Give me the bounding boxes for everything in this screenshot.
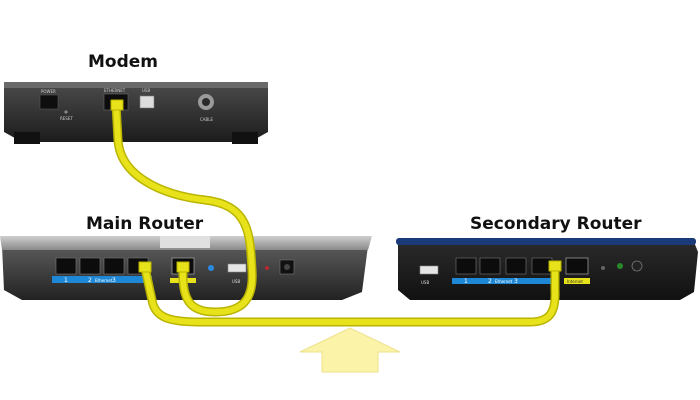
main-router-top-highlight bbox=[160, 236, 210, 248]
secondary-router-internet-strip bbox=[564, 278, 590, 284]
plug-secondary bbox=[548, 260, 562, 272]
secondary-router-lan-port-2 bbox=[479, 257, 501, 275]
secondary-router-label: Secondary Router bbox=[470, 214, 642, 234]
modem-reset-button[interactable] bbox=[64, 110, 68, 114]
main-router-blue-strip bbox=[52, 276, 152, 283]
modem-power-text: POWER bbox=[41, 89, 56, 94]
secondary-router-usb-text: USB bbox=[421, 280, 429, 285]
main-router-port-number-3: 3 bbox=[112, 277, 116, 284]
secondary-router-usb-port bbox=[419, 265, 439, 275]
plug-modem bbox=[110, 99, 124, 111]
modem-top-edge bbox=[4, 82, 268, 88]
up-arrow-icon bbox=[299, 327, 401, 373]
secondary-router-port-number-3: 3 bbox=[514, 278, 518, 285]
main-router-lan-port-1 bbox=[55, 257, 77, 275]
secondary-router-led bbox=[617, 263, 623, 269]
modem-power-port bbox=[39, 94, 59, 110]
main-router-reset-button[interactable] bbox=[265, 266, 269, 270]
main-router-wps-button[interactable] bbox=[208, 265, 214, 271]
plug-main-lan bbox=[138, 261, 152, 273]
modem-cable-text: CABLE bbox=[200, 117, 214, 122]
secondary-router-port-number-2: 2 bbox=[488, 278, 492, 285]
main-router-lan-port-2 bbox=[79, 257, 101, 275]
main-router-usb-port bbox=[227, 263, 247, 273]
secondary-router-lan-port-3 bbox=[505, 257, 527, 275]
main-router-usb-text: USB bbox=[232, 279, 240, 284]
cable-modem-to-main bbox=[113, 101, 256, 315]
modem-reset-text: RESET bbox=[60, 116, 73, 121]
modem-label: Modem bbox=[88, 52, 159, 72]
secondary-router-ethernet-text: Ethernet bbox=[495, 279, 513, 284]
modem: POWER RESET ETHERNET USB CABLE bbox=[4, 82, 268, 144]
secondary-router-port-number-1: 1 bbox=[464, 278, 468, 285]
main-router-port-number-2: 2 bbox=[88, 277, 92, 284]
modem-foot-right bbox=[232, 132, 258, 144]
modem-usb-text: USB bbox=[142, 88, 150, 93]
main-router-ethernet-text: Ethernet bbox=[95, 278, 113, 283]
plug-main-internet bbox=[176, 261, 190, 273]
secondary-router-blue-strip bbox=[452, 278, 558, 284]
modem-foot-left bbox=[14, 132, 40, 144]
main-router-port-number-1: 1 bbox=[64, 277, 68, 284]
secondary-router: USB 1 2 3 Ethernet Internet bbox=[396, 238, 698, 300]
modem-ethernet-text: ETHERNET bbox=[104, 88, 126, 93]
secondary-router-wps-button[interactable] bbox=[601, 266, 605, 270]
secondary-router-internet-port bbox=[565, 257, 589, 275]
cable-main-to-secondary bbox=[142, 263, 559, 325]
ethernet-cables bbox=[110, 99, 562, 327]
secondary-router-power-port bbox=[631, 260, 643, 272]
secondary-router-internet-text: Internet bbox=[567, 279, 583, 284]
main-router-lan-port-3 bbox=[103, 257, 125, 275]
main-router-label: Main Router bbox=[86, 214, 204, 234]
secondary-router-lan-port-1 bbox=[455, 257, 477, 275]
secondary-router-trim bbox=[396, 238, 696, 245]
modem-usb-port bbox=[139, 95, 155, 109]
